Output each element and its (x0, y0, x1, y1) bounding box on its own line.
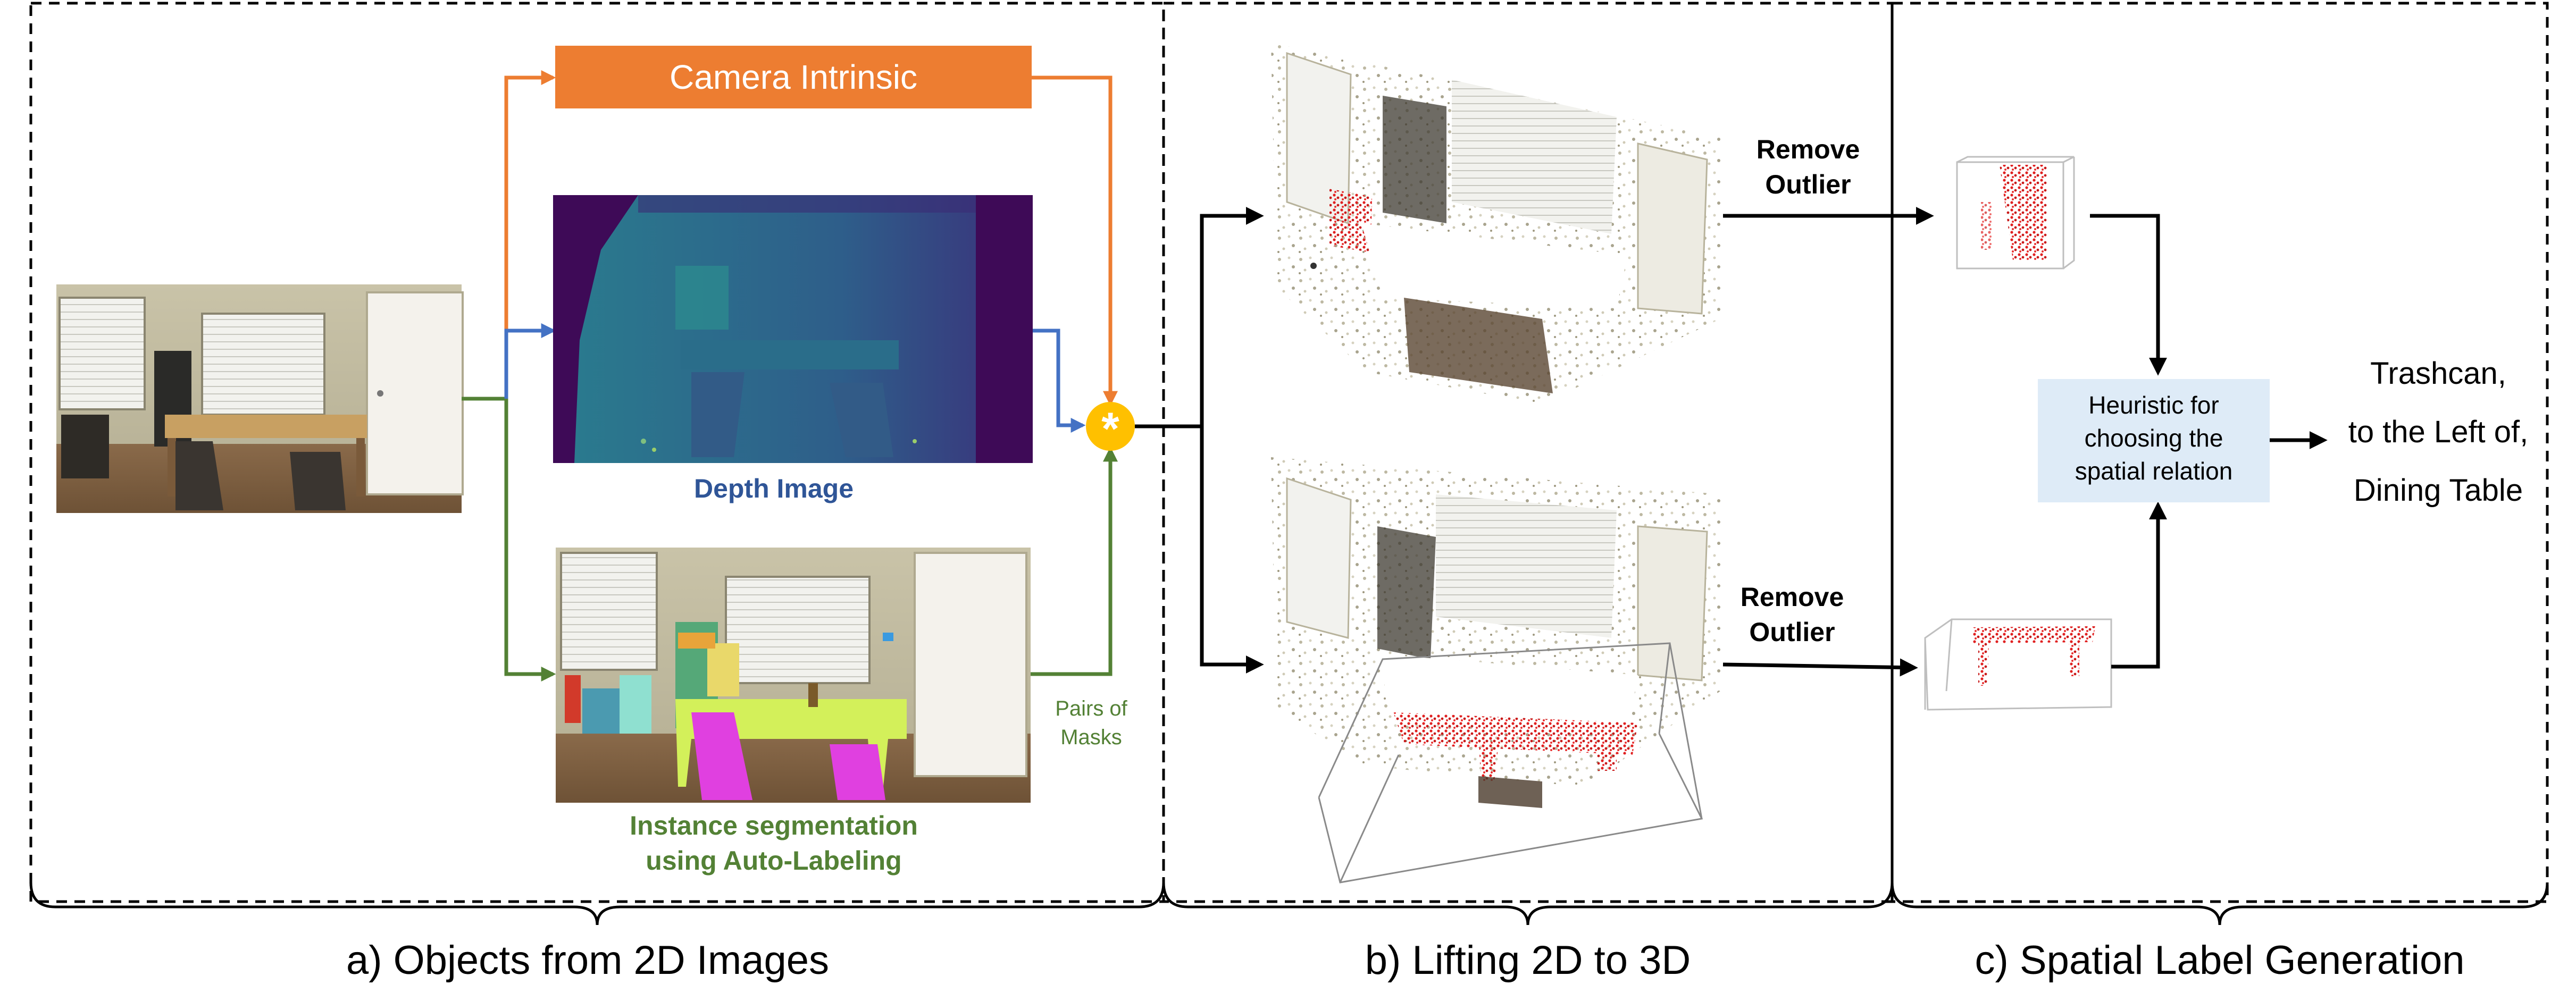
combine-node: * (1086, 402, 1135, 455)
brace-b (1162, 882, 1894, 926)
instance-seg-label-line1: Instance segmentation (630, 811, 918, 840)
brace-c (1891, 882, 2549, 926)
filtered-trashcan-cloud (1956, 156, 2075, 270)
brace-a (29, 882, 1165, 926)
arrow-to-camera-intrinsic (504, 70, 556, 399)
caption-c: c) Spatial Label Generation (1975, 938, 2464, 983)
arrow-combine-to-3d-bottom (1200, 426, 1264, 674)
arrow-to-segmentation (504, 399, 556, 682)
output-line1: Trashcan, (2370, 356, 2506, 391)
caption-a: a) Objects from 2D Images (346, 938, 829, 983)
arrow-camera-to-combine (1032, 75, 1118, 406)
depth-image-label: Depth Image (694, 474, 854, 503)
remove-outlier-top-line2: Outlier (1765, 170, 1851, 199)
remove-outlier-bottom-line2: Outlier (1749, 617, 1835, 647)
camera-intrinsic-box: Camera Intrinsic (555, 46, 1032, 108)
arrow-table-to-heuristic (2111, 501, 2167, 669)
arrow-to-depth-image (504, 323, 556, 399)
pairs-of-masks-line2: Masks (1060, 726, 1122, 749)
heuristic-line1: Heuristic for (2088, 391, 2219, 419)
remove-outlier-top-line1: Remove (1757, 134, 1860, 164)
pairs-of-masks-line1: Pairs of (1055, 697, 1127, 720)
depth-image (553, 195, 1033, 463)
point-cloud-trashcan (1271, 43, 1723, 404)
heuristic-line2: choosing the (2085, 424, 2223, 452)
caption-b: b) Lifting 2D to 3D (1365, 938, 1691, 983)
heuristic-line3: spatial relation (2075, 457, 2233, 485)
arrow-trashcan-to-heuristic (2090, 214, 2167, 376)
input-rgb-image (56, 284, 464, 513)
arrow-combine-to-3d-top (1135, 207, 1264, 428)
combine-symbol: * (1101, 403, 1119, 455)
output-line3: Dining Table (2354, 473, 2523, 508)
instance-segmentation-image (556, 548, 1031, 803)
panel-c-frame (1891, 2, 2549, 903)
arrow-seg-to-combine (1031, 447, 1118, 676)
remove-outlier-bottom-line1: Remove (1741, 582, 1844, 612)
camera-intrinsic-label: Camera Intrinsic (670, 58, 917, 96)
heuristic-box: Heuristic for choosing the spatial relat… (2038, 379, 2270, 502)
arrow-depth-to-combine (1033, 329, 1086, 433)
point-cloud-dining-table (1271, 457, 1723, 884)
arrow-remove-outlier-bottom (1722, 658, 1918, 677)
filtered-table-cloud (1924, 618, 2112, 711)
instance-seg-label-line2: using Auto-Labeling (646, 846, 901, 876)
output-line2: to the Left of, (2348, 415, 2529, 449)
